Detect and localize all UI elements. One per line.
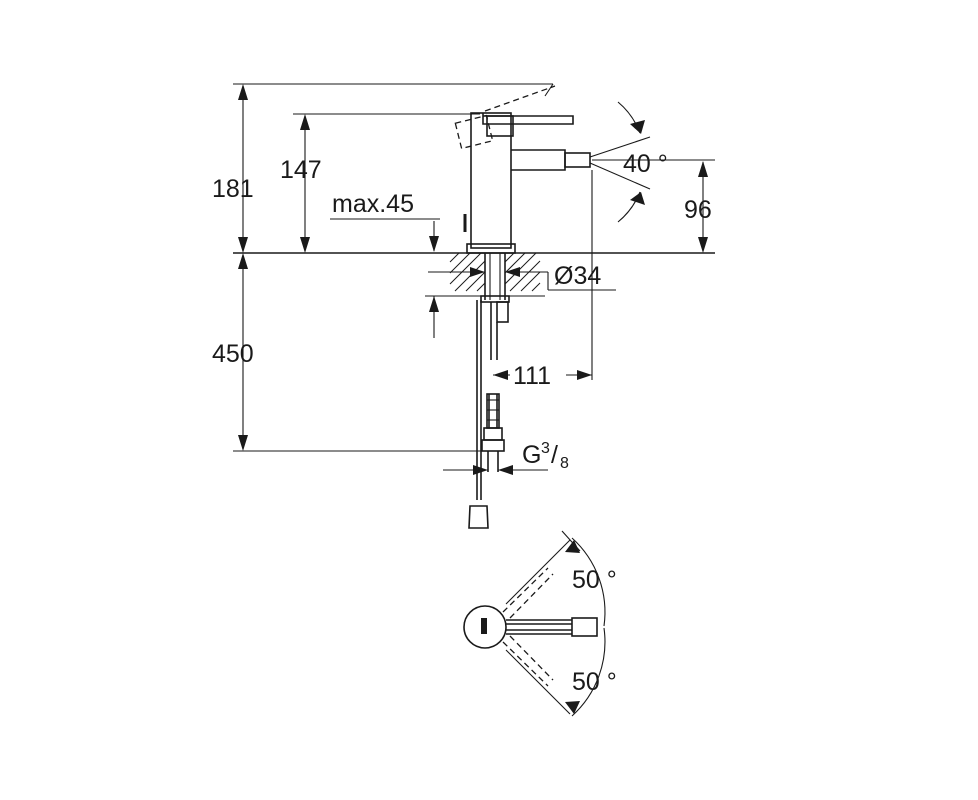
dimension-d34: Ø34	[428, 262, 616, 291]
body-circle	[463, 605, 507, 649]
dim-111-label: 111	[513, 362, 551, 390]
dimension-96: 96	[592, 159, 715, 253]
faucet-body	[454, 85, 591, 254]
top-view: 50 ° 50 °	[463, 530, 617, 717]
connection-slash: /	[551, 441, 558, 469]
dimension-450: 450	[212, 253, 482, 452]
dim-max45-label: max.45	[332, 190, 414, 218]
dim-181-label: 181	[212, 175, 254, 203]
connection-denominator: 8	[560, 455, 569, 472]
dim-450-label: 450	[212, 340, 254, 368]
side-view: 181 147 max.45	[212, 83, 715, 529]
dimension-181: 181	[212, 83, 554, 253]
dim-d34-label: Ø34	[554, 262, 601, 290]
dim-147-label: 147	[280, 156, 322, 184]
dimension-angle-40: 40 °	[589, 101, 668, 223]
dim-50-lower-label: 50 °	[572, 668, 617, 696]
dim-96-label: 96	[684, 196, 712, 224]
mounting-hoses	[468, 253, 510, 529]
connection-numerator: 3	[541, 440, 550, 457]
dimension-147: 147	[280, 113, 480, 253]
dimension-111: 111	[493, 170, 593, 390]
dimension-connection: G 3 / 8	[443, 440, 569, 475]
connection-g-label: G	[522, 441, 541, 469]
dimension-max45: max.45	[330, 190, 440, 338]
dim-50-upper-label: 50 °	[572, 566, 617, 594]
dim-40-label: 40 °	[623, 150, 668, 178]
countertop-section	[425, 252, 545, 297]
